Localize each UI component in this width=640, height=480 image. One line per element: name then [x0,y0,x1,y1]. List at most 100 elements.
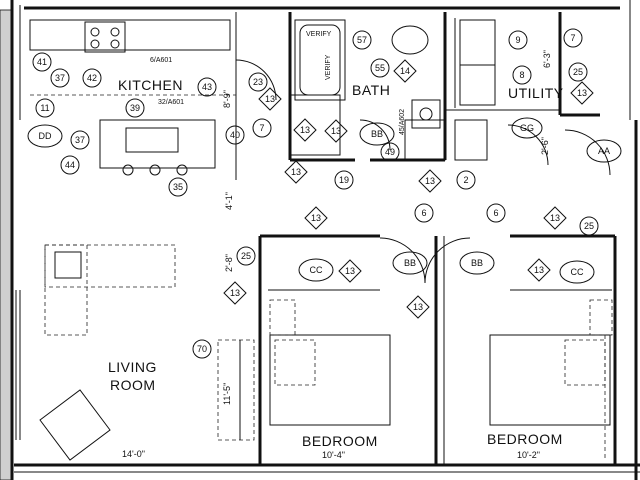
svg-text:13: 13 [577,88,587,98]
living-furniture [39,244,255,461]
kitchen-to-bed-dimension: 4'-1" [224,192,234,210]
oval-cc: CC [298,258,334,282]
svg-text:39: 39 [130,103,140,113]
diamond-13: 13 [284,160,308,184]
diamond-13: 13 [223,281,247,305]
kitchen-section-reference: 6/A601 [150,57,172,64]
svg-text:43: 43 [202,82,212,92]
verify-note-1: VERIFY [306,31,332,38]
island-section-reference: 32/A601 [158,99,184,106]
svg-text:13: 13 [311,213,321,223]
svg-text:11: 11 [40,103,49,113]
diamond-13: 13 [338,259,362,283]
utility-label: UTILITY [508,85,564,101]
svg-text:14: 14 [400,66,410,76]
tag-35: 35 [168,177,188,197]
svg-text:13: 13 [413,302,423,312]
diamond-13: 13 [527,258,551,282]
tag-25: 25 [236,246,256,266]
svg-text:49: 49 [385,147,395,157]
bedroom-furniture [269,299,613,460]
tag-7: 7 [252,118,272,138]
svg-text:2: 2 [463,175,468,185]
tag-11: 11 [35,98,55,118]
svg-text:7: 7 [259,123,264,133]
tag-6: 6 [414,203,434,223]
oval-cc: CC [559,260,595,284]
svg-text:13: 13 [265,94,275,104]
diamond-14: 14 [393,59,417,83]
tag-25: 25 [579,216,599,236]
svg-text:13: 13 [230,288,240,298]
tag-23: 23 [248,72,268,92]
svg-text:23: 23 [253,77,263,87]
bedroom-1-label: BEDROOM [302,433,378,449]
diamond-13: 13 [304,206,328,230]
kitchen-fixtures [29,19,236,176]
bedroom-2-label: BEDROOM [487,431,563,447]
interior-walls [235,12,617,465]
svg-text:GG: GG [520,123,534,133]
utility-door-dimension: 2'-6" [540,137,550,155]
tag-37: 37 [50,68,70,88]
bath-section-reference: 45/A602 [399,109,406,135]
tag-40: 40 [225,125,245,145]
svg-text:41: 41 [37,57,47,67]
door-swings [235,59,611,284]
verify-note-2: VERIFY [325,54,332,80]
svg-text:9: 9 [515,35,520,45]
tag-6: 6 [486,203,506,223]
svg-text:AA: AA [598,146,610,156]
tag-49: 49 [380,142,400,162]
svg-text:13: 13 [534,265,544,275]
tag-8: 8 [512,65,532,85]
tag-19: 19 [334,170,354,190]
oval-gg: GG [511,117,543,139]
kitchen-depth-dimension: 8'-9" [222,90,232,108]
diamond-tags: 13 13 13 14 13 13 13 13 13 13 13 13 13 [223,59,594,319]
svg-text:13: 13 [345,266,355,276]
diamond-13: 13 [324,119,348,143]
oval-bb: BB [459,251,495,275]
keynote-tags: 41 37 42 39 43 23 11 37 44 35 40 7 57 55… [32,28,599,359]
svg-text:19: 19 [339,175,349,185]
diamond-13: 13 [406,295,430,319]
utility-fixtures [454,18,496,108]
corridor-dimension: 2'-8" [224,254,234,272]
svg-text:CC: CC [571,267,584,277]
tag-42: 42 [82,68,102,88]
tag-41: 41 [32,52,52,72]
tag-55: 55 [370,58,390,78]
svg-text:6: 6 [493,208,498,218]
svg-text:DD: DD [39,131,52,141]
diamond-13: 13 [570,81,594,105]
diamond-13: 13 [543,206,567,230]
tag-9: 9 [508,30,528,50]
bath-label: BATH [352,82,390,98]
oval-tags: DD BB GG AA CC BB BB CC [27,117,622,284]
bedroom-2-dimension: 10'-2" [517,450,540,460]
utility-dimension: 6'-3" [542,50,552,68]
svg-text:8: 8 [519,70,524,80]
svg-text:BB: BB [404,258,416,268]
svg-text:13: 13 [300,125,310,135]
svg-text:55: 55 [375,63,385,73]
svg-text:35: 35 [173,182,183,192]
svg-text:13: 13 [425,176,435,186]
bath-fixtures [294,19,441,129]
closet-depth-dimension: 11'-5" [222,383,232,405]
tag-57: 57 [352,30,372,50]
tag-39: 39 [125,98,145,118]
living-label-line1: LIVING [108,359,157,375]
svg-text:57: 57 [357,35,367,45]
svg-text:42: 42 [87,73,97,83]
svg-text:13: 13 [331,126,341,136]
tag-70: 70 [192,339,212,359]
svg-text:44: 44 [65,160,75,170]
svg-text:BB: BB [471,258,483,268]
oval-aa: AA [586,139,622,163]
svg-text:40: 40 [230,130,240,140]
svg-text:13: 13 [291,167,301,177]
svg-text:7: 7 [570,33,575,43]
